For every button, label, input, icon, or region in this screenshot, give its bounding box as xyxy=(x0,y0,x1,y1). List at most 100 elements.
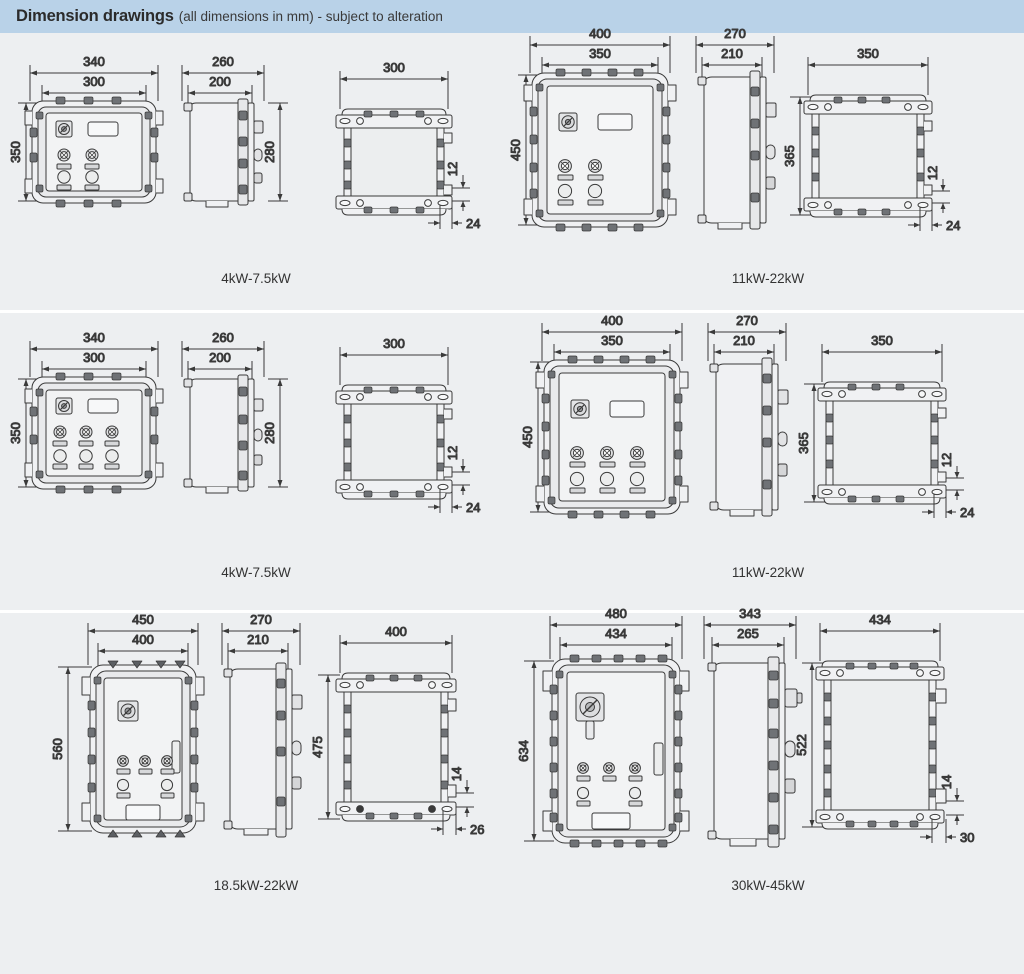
dim-label-12: 12 xyxy=(445,446,460,460)
dim-width-inner: 300 xyxy=(41,74,147,105)
dim-label-24: 24 xyxy=(960,505,974,520)
control-buttons xyxy=(557,159,604,206)
dim-offset-h: 26 xyxy=(431,811,485,838)
dim-label-200: 200 xyxy=(209,74,231,89)
dim-label-265: 265 xyxy=(737,626,759,641)
rear-view-g4: 350 365 xyxy=(796,333,975,521)
dim-label-14: 14 xyxy=(449,767,464,781)
dim-label-350: 350 xyxy=(589,46,611,61)
dim-label-270: 270 xyxy=(736,313,758,328)
caption-g4: 11kW-22kW xyxy=(731,565,805,580)
dim-label-280: 280 xyxy=(262,141,277,163)
dim-offset-v: 12 xyxy=(445,445,470,495)
dim-label-450: 450 xyxy=(132,612,154,627)
front-view-g1: 340 300 xyxy=(8,54,164,208)
dim-label-634: 634 xyxy=(516,740,531,762)
drawing-g6: 480 434 634 xyxy=(516,606,975,848)
dim-label-350: 350 xyxy=(601,333,623,348)
drawing-g4: 400 350 450 xyxy=(520,313,975,521)
drawing-band-3: 450 400 560 xyxy=(0,606,1024,968)
dim-offset-v: 14 xyxy=(449,766,474,817)
dim-width-outer: 400 xyxy=(529,26,671,73)
dim-label-280: 280 xyxy=(262,422,277,444)
drawing-group-g6: 480 434 634 xyxy=(512,606,1024,968)
dim-rear-width: 434 xyxy=(819,612,941,661)
dim-label-434: 434 xyxy=(605,626,627,641)
control-buttons xyxy=(569,446,646,494)
dim-width-outer: 480 xyxy=(549,606,683,659)
dim-depth-outer: 343 xyxy=(703,606,797,659)
dim-label-365: 365 xyxy=(796,432,811,454)
dim-rear-height: 365 xyxy=(796,383,826,503)
dim-width-outer: 400 xyxy=(541,313,683,361)
rotary-handle-icon xyxy=(575,692,605,740)
dim-label-24: 24 xyxy=(946,218,960,233)
dim-width-inner: 350 xyxy=(553,333,671,364)
dim-label-200: 200 xyxy=(209,350,231,365)
dim-rear-width: 300 xyxy=(339,60,449,109)
label-plate xyxy=(591,812,631,830)
dim-label-300: 300 xyxy=(83,74,105,89)
drawing-g2: 400 350 450 xyxy=(508,26,961,234)
dim-label-560: 560 xyxy=(50,738,65,760)
rotary-switch-icon xyxy=(117,700,139,722)
rear-view-g1: 300 xyxy=(335,60,481,232)
dim-rear-width: 350 xyxy=(821,333,943,382)
dim-label-30: 30 xyxy=(960,830,974,845)
dim-depth-inner: 210 xyxy=(713,333,775,364)
dim-offset-h: 30 xyxy=(920,819,975,846)
rear-view-g6: 434 522 xyxy=(794,612,975,846)
display-window xyxy=(609,400,645,418)
dim-rear-width: 400 xyxy=(339,624,453,673)
handle-lever xyxy=(585,720,595,740)
dim-label-210: 210 xyxy=(733,333,755,348)
dim-label-450: 450 xyxy=(520,426,535,448)
dim-offset-h: 24 xyxy=(428,205,481,232)
dim-label-24: 24 xyxy=(466,216,480,231)
dim-depth-inner: 200 xyxy=(187,74,253,105)
display-window xyxy=(87,398,119,414)
dim-label-400: 400 xyxy=(601,313,623,328)
side-view-g4: 270 210 xyxy=(707,313,789,517)
dim-label-350: 350 xyxy=(8,422,23,444)
dim-offset-v: 14 xyxy=(939,774,964,825)
front-view-g3: 340 300 350 xyxy=(8,330,164,494)
control-buttons xyxy=(52,425,120,470)
caption-g2: 11kW-22kW xyxy=(731,271,805,286)
drawing-g1: 340 300 xyxy=(8,54,481,232)
dim-label-343: 343 xyxy=(739,606,761,621)
drawing-g5: 450 400 560 xyxy=(50,612,485,838)
dim-offset-v: 12 xyxy=(939,452,964,500)
dim-offset-v: 12 xyxy=(925,165,950,213)
dim-label-270: 270 xyxy=(724,26,746,41)
dim-rear-height: 365 xyxy=(782,96,812,216)
drawing-group-g4: 400 350 450 xyxy=(512,313,1024,610)
dim-label-450: 450 xyxy=(508,139,523,161)
page-title: Dimension drawings xyxy=(16,7,174,25)
rear-view-g2: 350 365 xyxy=(782,46,961,234)
dim-depth-outer: 260 xyxy=(181,330,265,377)
dim-label-rear-400: 400 xyxy=(385,624,407,639)
dim-offset-v: 12 xyxy=(445,161,470,211)
rotary-switch-icon xyxy=(558,112,578,132)
dim-depth-outer: 270 xyxy=(707,313,787,361)
side-view-g2: 270 210 xyxy=(695,26,777,230)
display-window xyxy=(597,113,633,131)
dim-width-outer: 450 xyxy=(87,612,199,665)
front-view-g2: 400 350 450 xyxy=(508,26,677,232)
dim-label-480: 480 xyxy=(605,606,627,621)
front-view-g5: 450 400 560 xyxy=(50,612,205,838)
dim-width-inner: 300 xyxy=(41,350,147,381)
side-view-g6: 343 265 xyxy=(703,606,803,848)
dim-label-12: 12 xyxy=(925,166,940,180)
dim-label-rear-300: 300 xyxy=(383,336,405,351)
caption-g6: 30kW-45kW xyxy=(731,878,805,893)
side-strip xyxy=(171,740,181,774)
dim-depth-inner: 200 xyxy=(187,350,253,381)
dim-depth-outer: 270 xyxy=(221,612,301,665)
rotary-switch-icon xyxy=(55,397,73,415)
dim-label-400: 400 xyxy=(132,632,154,647)
drawing-group-g5: 450 400 560 xyxy=(0,612,512,968)
dim-offset-h: 24 xyxy=(908,207,961,234)
side-view-g5: 270 210 xyxy=(221,612,303,838)
